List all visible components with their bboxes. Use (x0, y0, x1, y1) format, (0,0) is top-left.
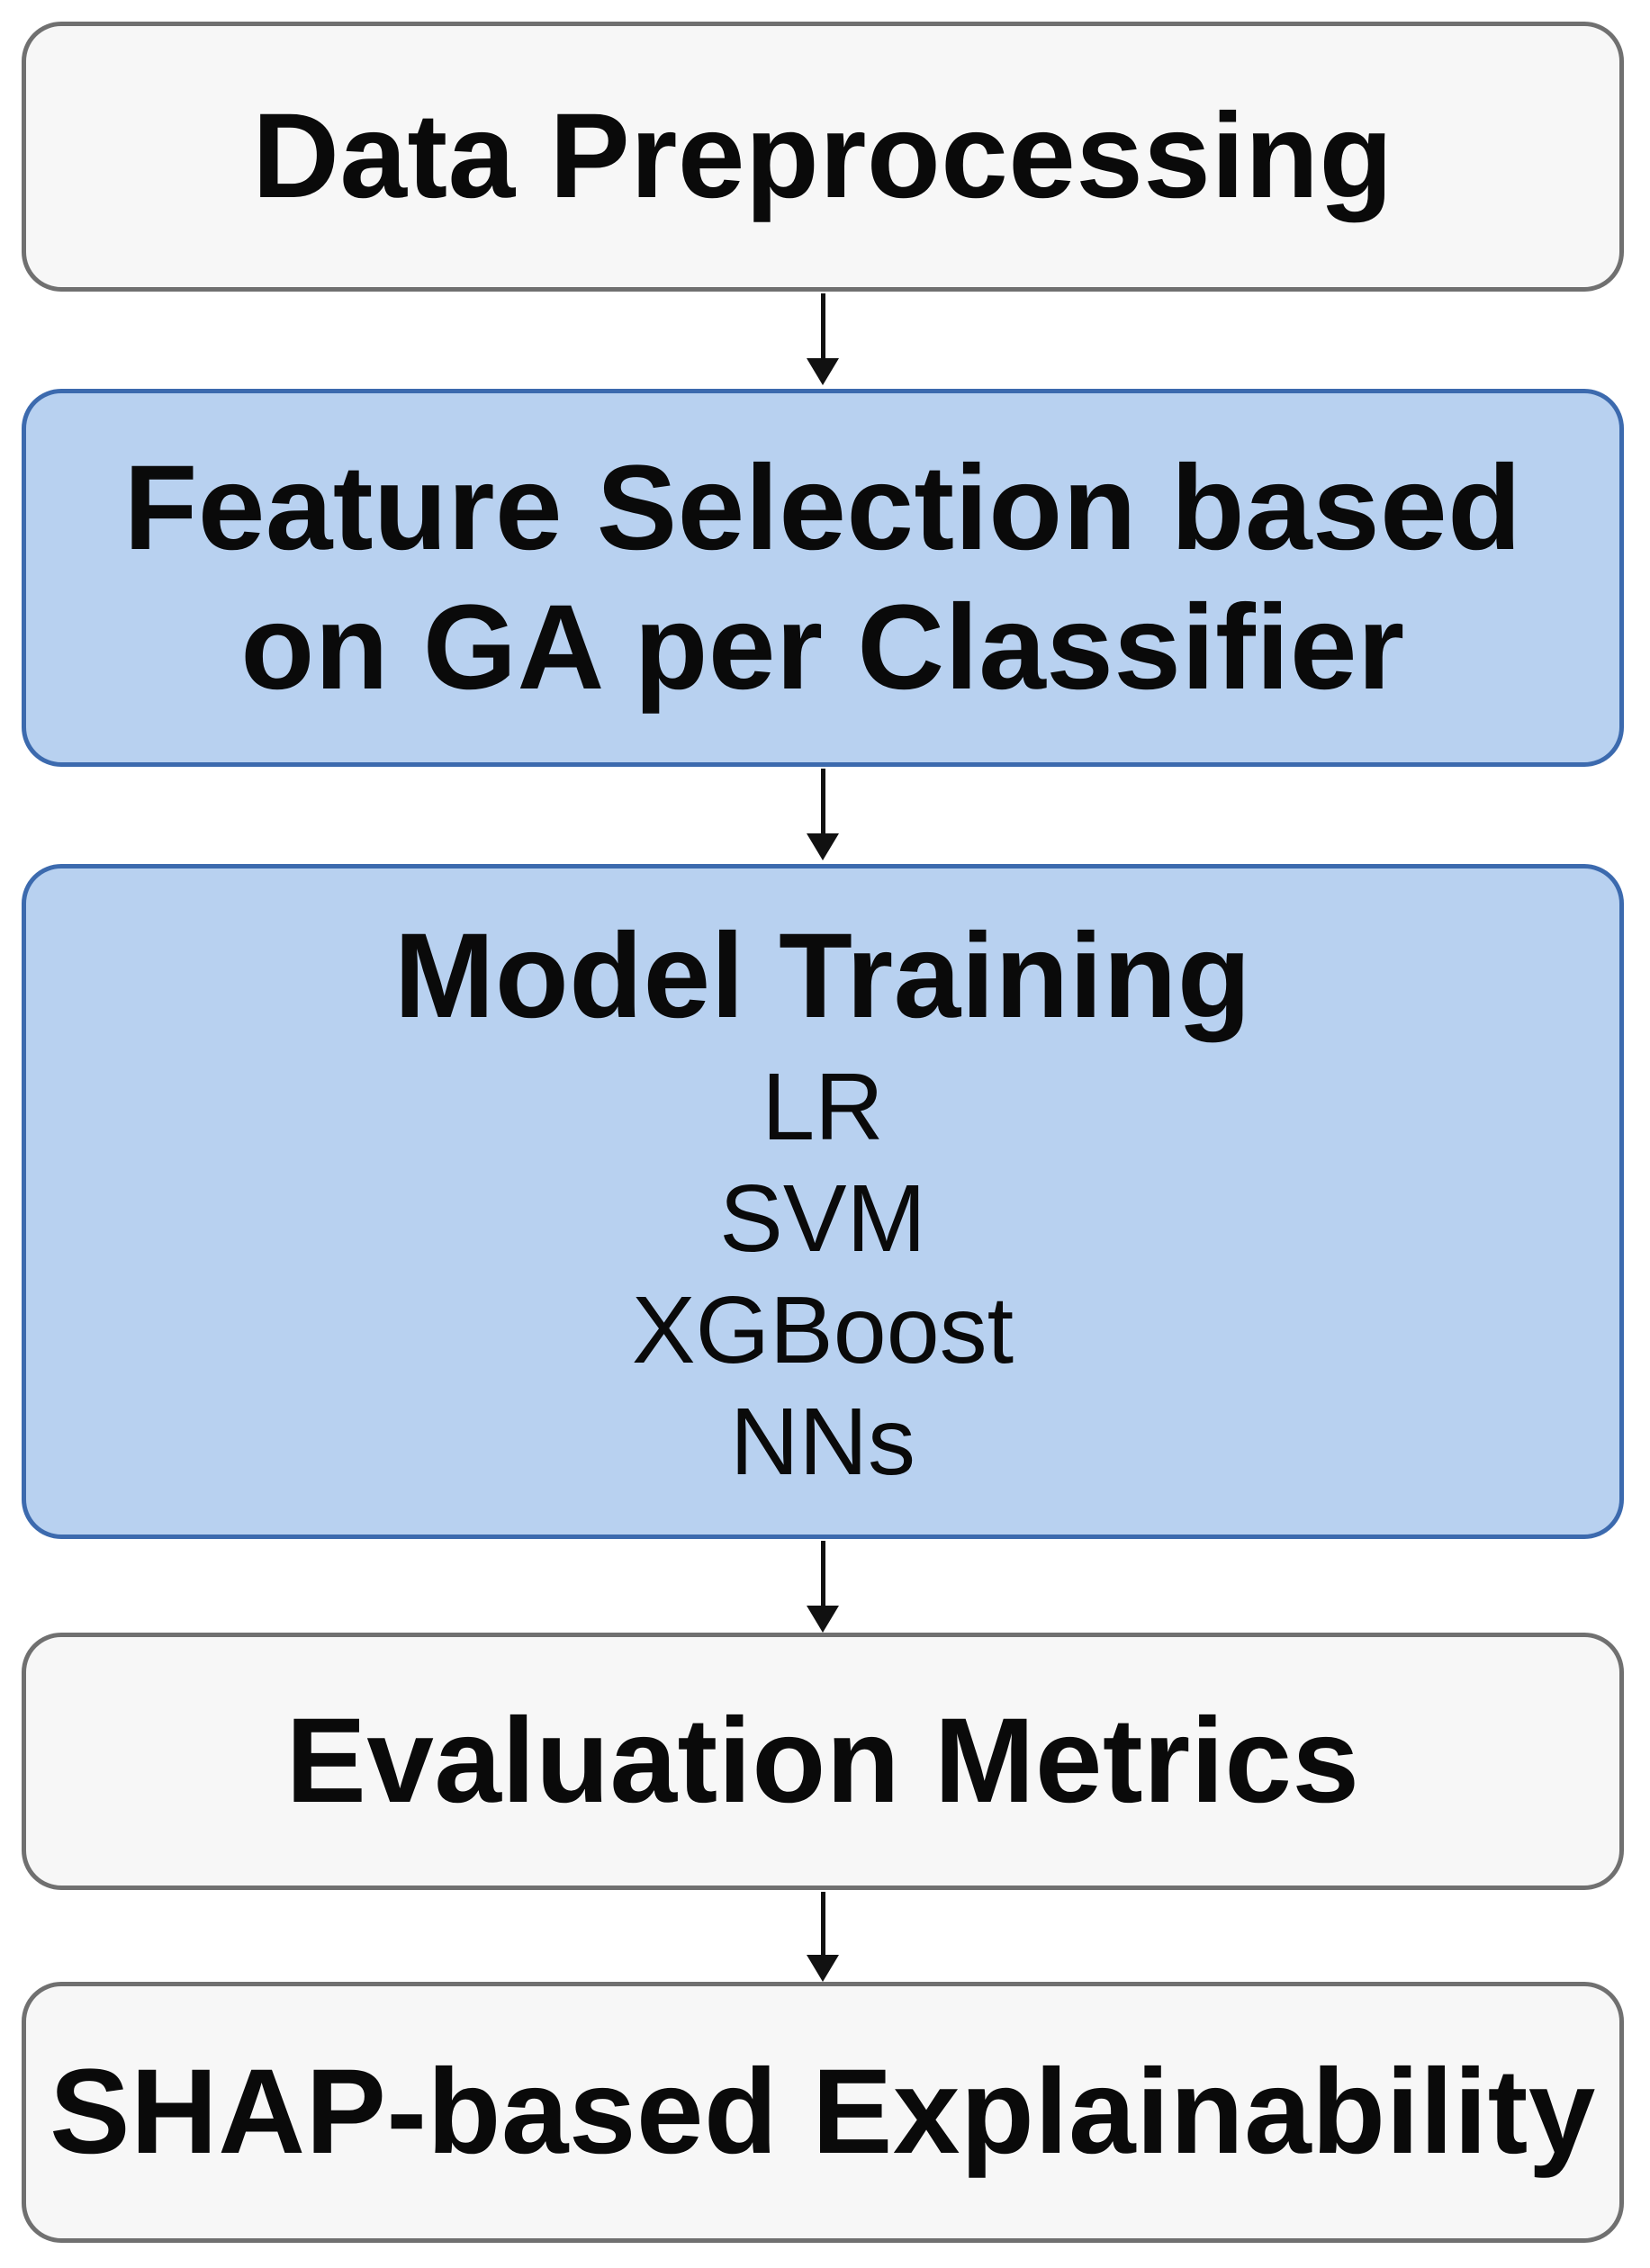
arrow-down-icon (807, 833, 839, 860)
arrow-down-icon (807, 1606, 839, 1633)
arrow-down-icon (807, 358, 839, 385)
evaluation-metrics-title: Evaluation Metrics (285, 1693, 1360, 1828)
model-item-lr: LR (762, 1054, 884, 1161)
data-preprocessing-title: Data Preprocessing (252, 88, 1393, 223)
model-training-title: Model Training (393, 908, 1252, 1043)
model-item-svm: SVM (719, 1166, 926, 1273)
feature-selection-box: Feature Selection based on GA per Classi… (22, 389, 1624, 767)
arrow-1-shaft (820, 293, 825, 360)
feature-selection-title-line-1: Feature Selection based (123, 441, 1522, 575)
arrow-3-shaft (820, 1541, 825, 1607)
model-item-nns: NNs (729, 1389, 916, 1496)
model-training-box: Model Training LR SVM XGBoost NNs (22, 864, 1624, 1539)
data-preprocessing-box: Data Preprocessing (22, 22, 1624, 292)
feature-selection-title-line-2: on GA per Classifier (240, 580, 1405, 715)
shap-explainability-title: SHAP-based Explainability (50, 2044, 1596, 2179)
model-list: LR SVM XGBoost NNs (632, 1051, 1014, 1498)
model-item-xgboost: XGBoost (631, 1277, 1014, 1384)
shap-explainability-box: SHAP-based Explainability (22, 1982, 1624, 2243)
evaluation-metrics-box: Evaluation Metrics (22, 1633, 1624, 1890)
arrow-2-shaft (820, 769, 825, 835)
arrow-down-icon (807, 1955, 839, 1982)
arrow-4-shaft (820, 1892, 825, 1957)
